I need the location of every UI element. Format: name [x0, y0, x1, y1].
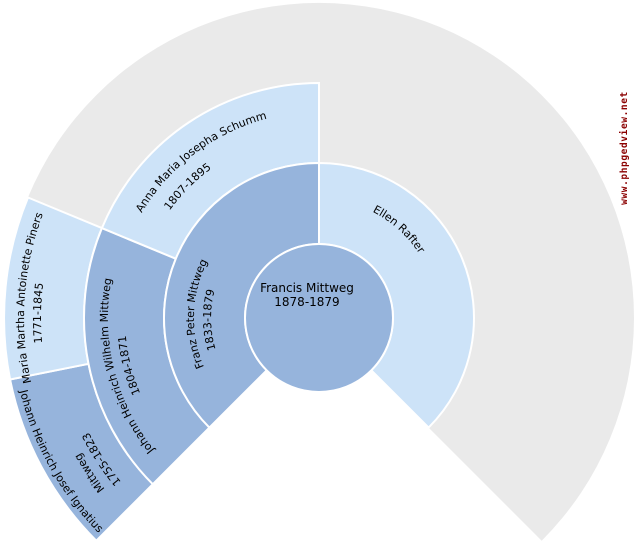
segment-francis-mittweg[interactable] [244, 243, 394, 393]
phpgedview-watermark-link[interactable]: www.phpgedview.net [619, 91, 630, 205]
label-maria-martha-antoinette-piners-dates: 1771-1845 [31, 282, 46, 344]
label-franz-peter-mittweg-dates: 1833-1879 [201, 288, 219, 352]
center-person-dates: 1878-1879 [274, 295, 339, 309]
center-person-name: Francis Mittweg [260, 281, 354, 295]
